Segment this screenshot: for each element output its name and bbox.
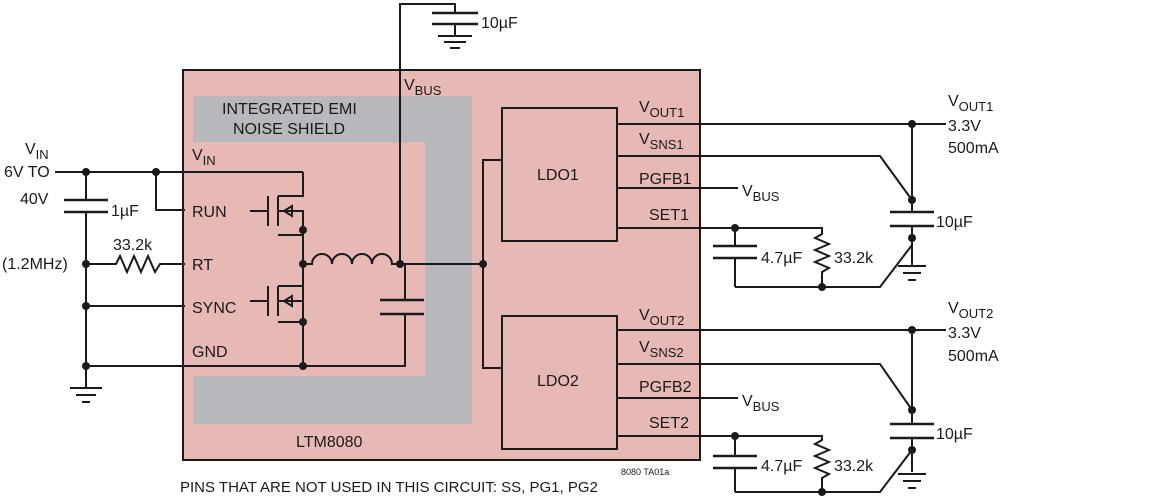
emi-shield bbox=[193, 96, 472, 424]
ldo1-set-cap: 4.7µF bbox=[761, 250, 802, 267]
ldo1-out-label: VOUT1 bbox=[948, 93, 993, 114]
input-cap-label: 1µF bbox=[111, 203, 139, 220]
pin-vin: VIN bbox=[192, 147, 216, 168]
input-range-2: 40V bbox=[20, 191, 49, 208]
ldo1-pin-pgfb: PGFB1 bbox=[639, 171, 692, 188]
input-wiring bbox=[55, 168, 406, 403]
ldo1-pin-set: SET1 bbox=[649, 207, 689, 224]
pin-sync: SYNC bbox=[192, 300, 236, 317]
shield-label-1: INTEGRATED EMI bbox=[222, 101, 357, 118]
ldo2-wiring bbox=[617, 326, 946, 496]
figure-id: 8080 TA01a bbox=[621, 467, 669, 477]
input-vin-label: VIN bbox=[25, 141, 49, 162]
input-range-1: 6V TO bbox=[4, 164, 50, 181]
frequency-label: (1.2MHz) bbox=[2, 256, 68, 273]
ldo1-set-res: 33.2k bbox=[834, 250, 874, 267]
footnote: PINS THAT ARE NOT USED IN THIS CIRCUIT: … bbox=[180, 479, 598, 496]
module-name: LTM8080 bbox=[296, 434, 363, 451]
rt-resistor-label: 33.2k bbox=[113, 237, 153, 254]
ldo1-block bbox=[501, 107, 618, 242]
ldo1-out-voltage: 3.3V bbox=[948, 118, 981, 135]
ldo2-name: LDO2 bbox=[537, 373, 579, 390]
ldo2-pin-pgfb: PGFB2 bbox=[639, 379, 692, 396]
pin-rt: RT bbox=[192, 257, 213, 274]
ldo2-out-cap: 10µF bbox=[936, 426, 973, 443]
ldo1-pin-vout: VOUT1 bbox=[639, 99, 684, 120]
pin-gnd: GND bbox=[192, 344, 228, 361]
ldo1-out-current: 500mA bbox=[948, 140, 999, 157]
top-capacitor bbox=[399, 3, 478, 264]
ldo2-pin-set: SET2 bbox=[649, 415, 689, 432]
pin-run: RUN bbox=[192, 204, 227, 221]
ldo1-out-cap: 10µF bbox=[936, 214, 973, 231]
ldo1-wiring bbox=[617, 120, 946, 291]
ldo2-out-current: 500mA bbox=[948, 348, 999, 365]
ldo2-set-cap: 4.7µF bbox=[761, 458, 802, 475]
ldo1-pgfb-vbus: VBUS bbox=[742, 183, 780, 204]
ldo1-pin-vsns: VSNS1 bbox=[639, 131, 684, 152]
ldo2-out-label: VOUT2 bbox=[948, 300, 993, 321]
shield-label-2: NOISE SHIELD bbox=[233, 121, 345, 138]
ldo2-pin-vsns: VSNS2 bbox=[639, 339, 684, 360]
ldo2-block bbox=[501, 315, 618, 450]
ldo2-set-res: 33.2k bbox=[834, 458, 874, 475]
ldo2-pgfb-vbus: VBUS bbox=[742, 393, 780, 414]
top-cap-label: 10µF bbox=[481, 15, 518, 32]
vbus-label: VBUS bbox=[404, 77, 442, 98]
ldo1-name: LDO1 bbox=[537, 167, 579, 184]
ldo2-out-voltage: 3.3V bbox=[948, 325, 981, 342]
ldo2-pin-vout: VOUT2 bbox=[639, 307, 684, 328]
power-stage bbox=[250, 159, 502, 369]
